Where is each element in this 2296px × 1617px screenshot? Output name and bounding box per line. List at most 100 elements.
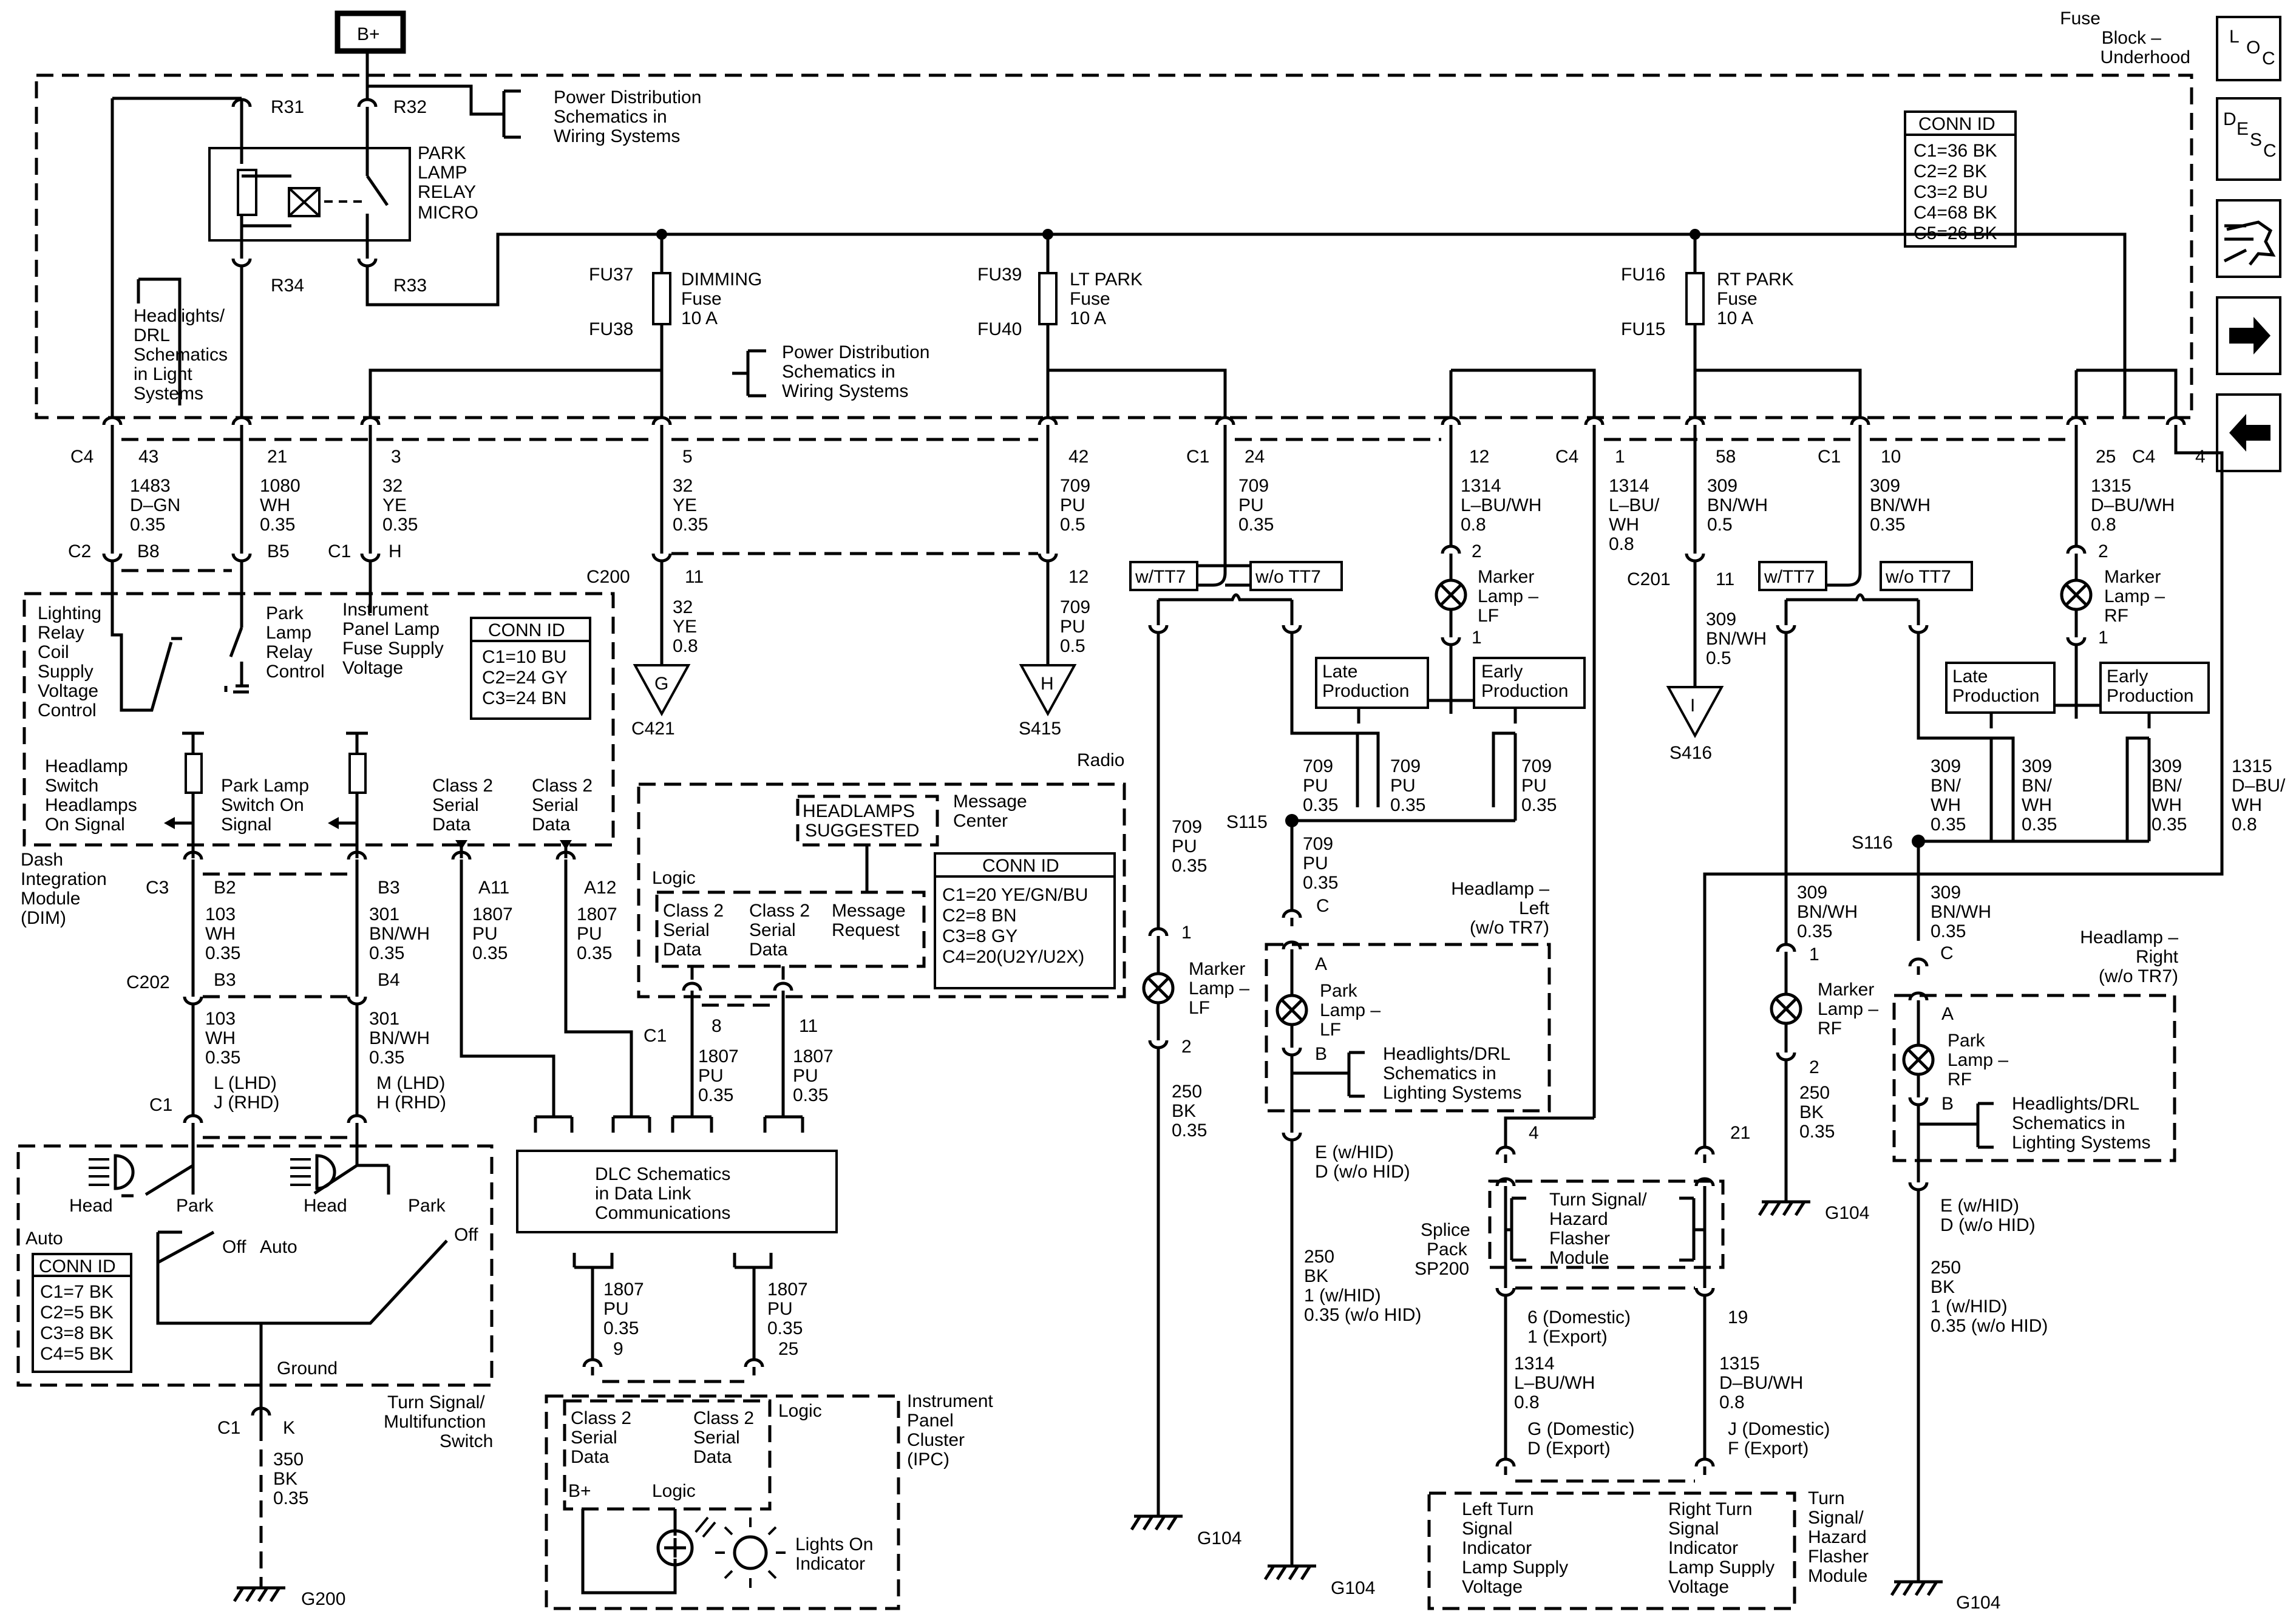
park-bus-wire <box>365 232 2127 418</box>
lt-park-fuse: FU39 FU40 LT PARK Fuse 10 A <box>977 229 1143 418</box>
svg-text:250: 250 <box>1304 1247 1334 1267</box>
svg-text:C3=24 BN: C3=24 BN <box>482 688 566 708</box>
headlamp-icon <box>89 1154 135 1190</box>
svg-text:CONN ID: CONN ID <box>39 1256 116 1276</box>
wire-labels-c200: 32 YE 0.8 709 PU 0.5 <box>673 597 1090 656</box>
svg-text:Data: Data <box>571 1447 610 1467</box>
svg-text:PU: PU <box>793 1066 818 1086</box>
svg-text:Power Distribution: Power Distribution <box>782 342 929 362</box>
svg-text:1: 1 <box>1472 628 1482 648</box>
park-lamp-relay: R31 R32 R34 R33 PARK LAMP RELAY MICRO <box>112 51 478 296</box>
svg-text:709: 709 <box>1303 834 1333 854</box>
svg-text:Block –: Block – <box>2102 28 2162 48</box>
svg-text:PU: PU <box>1303 776 1328 796</box>
svg-text:Fuse: Fuse <box>1717 289 1758 309</box>
svg-text:Lamp –: Lamp – <box>1320 1000 1381 1020</box>
svg-text:Signal: Signal <box>1462 1519 1512 1539</box>
radio-connectors: C1 8 11 1807 PU 0.35 1807 PU 0.35 <box>644 983 834 1105</box>
svg-text:709: 709 <box>1172 817 1202 837</box>
svg-text:BN/WH: BN/WH <box>1931 902 1991 922</box>
svg-text:C4: C4 <box>1555 447 1578 467</box>
svg-text:S116: S116 <box>1852 833 1893 853</box>
svg-text:C: C <box>2262 49 2275 69</box>
svg-text:On Signal: On Signal <box>45 815 125 835</box>
svg-text:1 (w/HID): 1 (w/HID) <box>1304 1286 1381 1306</box>
svg-text:G104: G104 <box>1956 1593 2000 1613</box>
svg-text:DLC Schematics: DLC Schematics <box>595 1164 730 1184</box>
svg-text:D (Export): D (Export) <box>1527 1439 1611 1459</box>
svg-text:B2: B2 <box>214 878 236 898</box>
svg-text:B8: B8 <box>137 541 160 561</box>
svg-text:1: 1 <box>2098 628 2108 648</box>
nav-tools-button[interactable] <box>2216 199 2281 278</box>
svg-text:(w/o TR7): (w/o TR7) <box>1470 918 1549 938</box>
svg-text:Early: Early <box>1481 662 1523 682</box>
turn-signal-hazard-flasher-outline <box>1427 1491 1796 1610</box>
svg-text:0.8: 0.8 <box>2091 515 2116 535</box>
svg-text:25: 25 <box>778 1339 798 1359</box>
svg-text:Logic: Logic <box>652 868 696 888</box>
svg-text:C1: C1 <box>149 1095 172 1115</box>
svg-text:C1=20 YE/GN/BU: C1=20 YE/GN/BU <box>942 885 1088 905</box>
fuse-block-outline <box>35 73 2193 419</box>
svg-text:2: 2 <box>2098 541 2108 561</box>
svg-text:Module: Module <box>21 889 80 909</box>
nav-description-button[interactable]: D E S C <box>2216 97 2281 181</box>
svg-text:(IPC): (IPC) <box>907 1449 949 1470</box>
svg-text:G200: G200 <box>301 1589 345 1609</box>
svg-text:w/TT7: w/TT7 <box>1764 567 1815 587</box>
svg-text:0.35: 0.35 <box>472 943 508 963</box>
svg-text:BK: BK <box>1172 1101 1196 1121</box>
svg-text:0.35: 0.35 <box>205 1048 240 1068</box>
svg-text:0.35: 0.35 <box>793 1085 828 1105</box>
svg-text:C200: C200 <box>586 567 630 587</box>
dim-resistors <box>164 731 572 858</box>
svg-text:BN/WH: BN/WH <box>369 924 430 944</box>
radio-outline <box>637 782 1126 998</box>
svg-text:Class 2: Class 2 <box>432 776 493 796</box>
svg-text:0.35: 0.35 <box>1797 921 1832 941</box>
svg-text:(DIM): (DIM) <box>21 908 66 928</box>
svg-text:R33: R33 <box>393 276 427 296</box>
dim-internal-switches <box>110 562 372 712</box>
svg-text:Communications: Communications <box>595 1203 730 1223</box>
svg-text:0.35: 0.35 <box>205 943 240 963</box>
svg-text:in Data Link: in Data Link <box>595 1184 691 1204</box>
svg-text:Relay: Relay <box>38 623 84 643</box>
svg-text:Late: Late <box>1322 662 1357 682</box>
svg-text:Schematics in: Schematics in <box>554 107 667 127</box>
svg-text:B: B <box>1941 1094 1954 1114</box>
svg-text:K: K <box>283 1418 295 1438</box>
svg-text:O: O <box>2246 38 2260 58</box>
svg-text:1314: 1314 <box>1609 476 1649 496</box>
svg-text:B3: B3 <box>378 878 400 898</box>
nav-forward-button[interactable] <box>2216 296 2281 375</box>
nav-location-button[interactable]: L O C <box>2216 16 2281 81</box>
svg-text:1: 1 <box>1809 944 1819 964</box>
svg-text:Message: Message <box>832 901 906 921</box>
svg-text:1: 1 <box>1181 923 1192 943</box>
svg-text:B+: B+ <box>568 1481 591 1501</box>
svg-text:J (Domestic): J (Domestic) <box>1728 1419 1830 1439</box>
dimming-fuse: FU37 FU38 DIMMING Fuse 10 A <box>589 229 762 418</box>
svg-text:Head: Head <box>69 1196 113 1216</box>
fuse-block-conn-id: CONN ID C1=36 BK C2=2 BK C3=2 BU C4=68 B… <box>1904 110 2017 248</box>
svg-text:709: 709 <box>1060 476 1090 496</box>
svg-text:1315: 1315 <box>2091 476 2131 496</box>
svg-text:FU38: FU38 <box>589 319 633 339</box>
svg-text:C202: C202 <box>126 972 170 992</box>
svg-text:0.8: 0.8 <box>1514 1392 1540 1412</box>
svg-text:YE: YE <box>382 495 407 515</box>
svg-text:Indicator: Indicator <box>1668 1538 1738 1558</box>
svg-text:309: 309 <box>1931 883 1961 903</box>
nav-back-button[interactable] <box>2216 393 2281 472</box>
svg-text:103: 103 <box>205 1009 236 1029</box>
svg-text:3: 3 <box>391 447 401 467</box>
svg-text:Turn Signal/: Turn Signal/ <box>387 1392 485 1412</box>
svg-text:1080: 1080 <box>260 476 301 496</box>
svg-text:103: 103 <box>205 904 236 924</box>
svg-text:D: D <box>2223 109 2237 129</box>
svg-text:9: 9 <box>613 1339 623 1359</box>
svg-text:D–BU/WH: D–BU/WH <box>1719 1373 1803 1393</box>
svg-text:32: 32 <box>382 476 402 496</box>
